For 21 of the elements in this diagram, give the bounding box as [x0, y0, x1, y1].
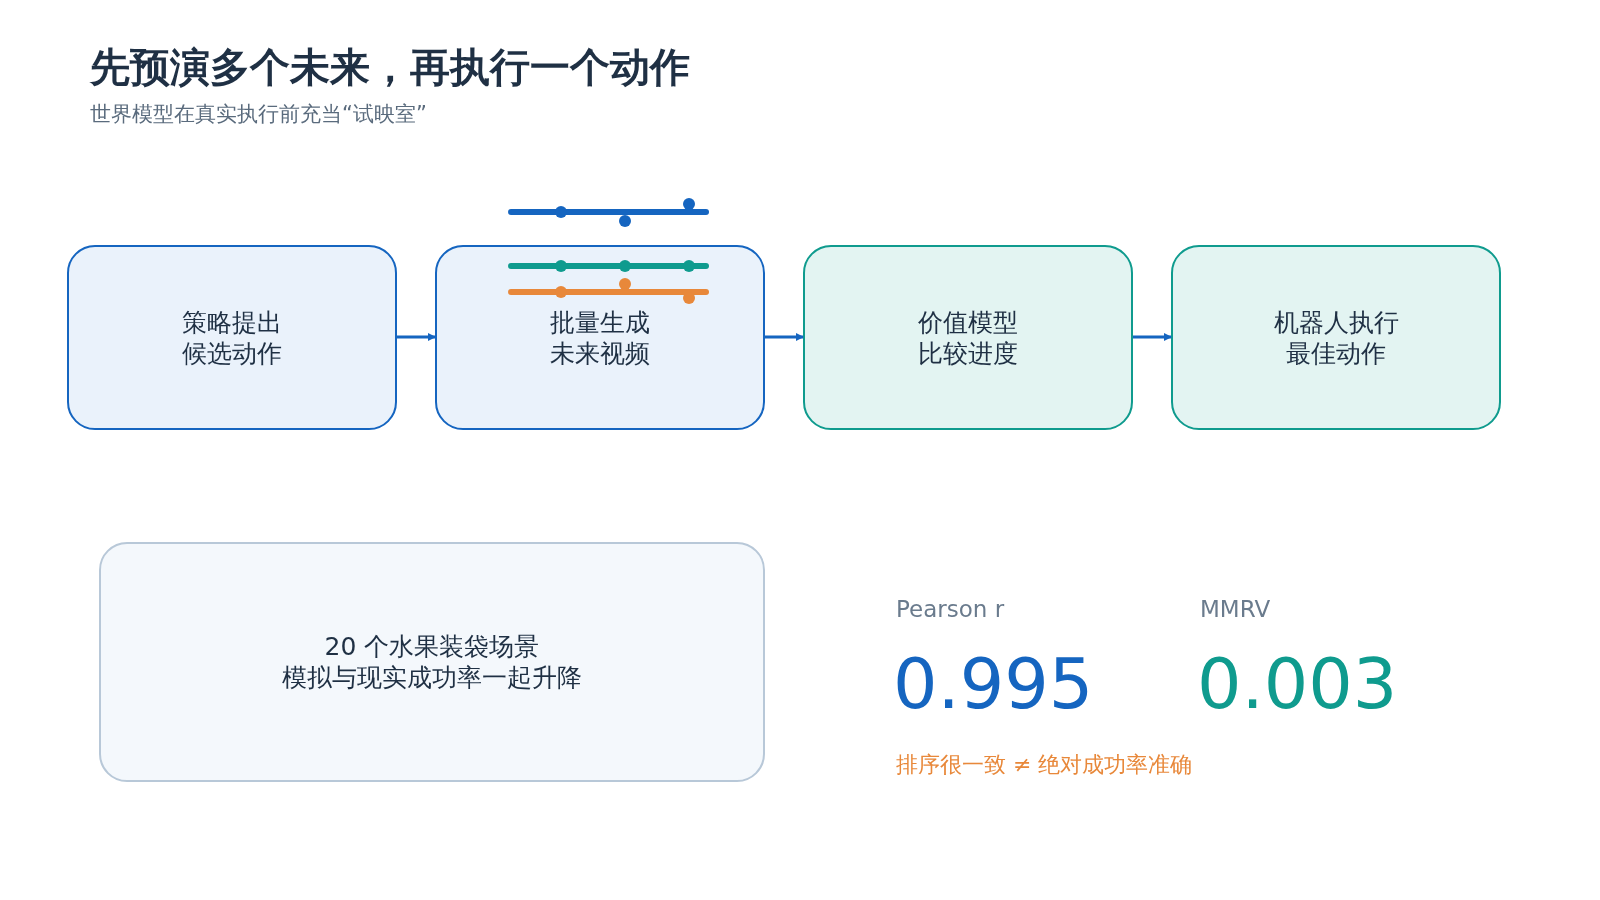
- process-box: [435, 245, 765, 430]
- process-box: [67, 245, 397, 430]
- metric-value: 0.003: [1197, 643, 1398, 725]
- arrow: [765, 333, 804, 341]
- process-box: [99, 542, 765, 782]
- process-box: [1171, 245, 1501, 430]
- process-box: [803, 245, 1133, 430]
- metric-name: MMRV: [1200, 596, 1271, 622]
- box-text: 批量生成未来视频: [549, 306, 651, 369]
- note: 排序很一致 ≠ 绝对成功率准确: [896, 751, 1193, 779]
- box-text: 价值模型比较进度: [917, 306, 1019, 369]
- box-text: 模拟与现实成功率一起升降: [281, 662, 583, 693]
- box-text: 机器人执行最佳动作: [1272, 306, 1400, 369]
- metric-value: 0.995: [893, 643, 1094, 725]
- arrow: [397, 333, 436, 341]
- arrow: [1133, 333, 1172, 341]
- metric-name: Pearson r: [896, 596, 1005, 622]
- box-text: 20 个水果装袋场景: [323, 631, 541, 662]
- subtitle: 世界模型在真实执行前充当“试映室”: [90, 101, 427, 128]
- title: 先预演多个未来，再执行一个动作: [90, 43, 690, 92]
- box-text: 策略提出候选动作: [181, 306, 283, 369]
